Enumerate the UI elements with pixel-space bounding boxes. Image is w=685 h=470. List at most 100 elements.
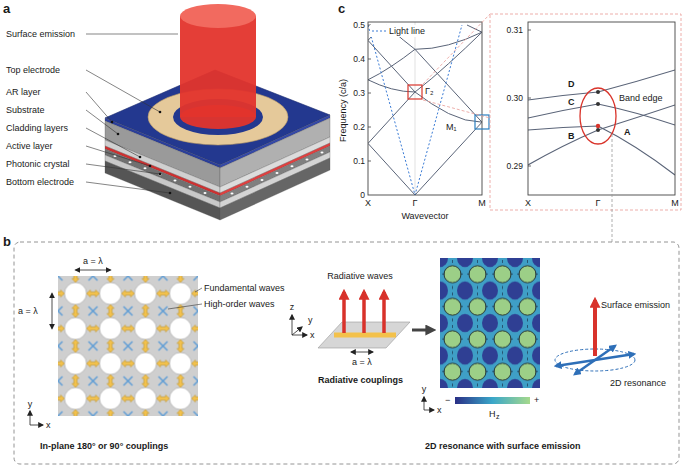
part-label: Top electrode xyxy=(6,65,60,76)
axis-label: y xyxy=(308,315,313,326)
tick-label: 0.1 xyxy=(353,156,365,166)
radiative-illustration-part xyxy=(292,315,293,335)
lattice-illustration-part xyxy=(168,288,202,309)
legend-sample xyxy=(372,31,386,32)
zoom-plot-part-part xyxy=(528,30,531,31)
part-label: Substrate xyxy=(6,105,45,116)
panel-letter: b xyxy=(3,234,11,250)
leader-dots-part xyxy=(169,192,172,195)
leader-lines-part xyxy=(86,128,140,157)
part-label: AR layer xyxy=(6,87,41,98)
band-plot-part-part xyxy=(368,40,415,92)
field-map-part xyxy=(455,397,530,404)
band-plot xyxy=(368,14,681,210)
part-label: Bottom electrode xyxy=(6,177,74,188)
tick-label: 0.29 xyxy=(506,161,523,171)
zoom-plot-part-part xyxy=(528,126,675,175)
axis-label: X xyxy=(365,198,371,209)
colorbar-label: + xyxy=(534,395,539,406)
band-plot-part-part xyxy=(368,127,371,128)
part-label: Active layer xyxy=(6,141,53,152)
band-plot-part xyxy=(415,22,416,195)
band-plot-part xyxy=(368,25,482,195)
device-illustration-part-part xyxy=(246,186,249,188)
lattice-illustration-part xyxy=(76,270,111,271)
radiative-illustration-part-part xyxy=(382,292,386,333)
radiative-illustration xyxy=(292,292,432,352)
tick-label: 0.4 xyxy=(353,54,365,64)
axis-label: M xyxy=(478,198,486,209)
zoom-plot-part-part xyxy=(528,98,531,99)
lattice-illustration-part xyxy=(58,276,198,416)
part-label: Photonic crystal xyxy=(6,159,70,170)
wave-label: Fundamental waves xyxy=(204,283,285,294)
field-map xyxy=(424,258,540,410)
field-map-part xyxy=(424,410,434,411)
tick-label: 0.2 xyxy=(353,122,365,132)
leader-lines xyxy=(86,34,178,193)
device-illustration xyxy=(105,4,330,220)
radiative-illustration-part-part xyxy=(342,292,346,333)
leader-dots-part xyxy=(159,173,162,176)
lattice-illustration-part xyxy=(30,411,31,425)
device-illustration-part-part xyxy=(231,193,234,195)
device-illustration-part-part xyxy=(129,161,132,163)
zoom-plot-part xyxy=(580,88,616,144)
mode-label: D xyxy=(568,79,575,90)
lattice-illustration-part-part xyxy=(168,304,202,309)
lattice-illustration-part-part xyxy=(195,288,202,292)
axis-label: Γ xyxy=(596,198,601,209)
band-plot-part-part xyxy=(415,122,482,195)
zoom-plot-part-part xyxy=(528,105,675,165)
band-plot-part-part xyxy=(368,93,371,94)
leader-dots-part xyxy=(117,133,120,136)
axis-label: y xyxy=(28,399,33,410)
dimension-label: a = λ xyxy=(83,256,103,267)
leader-lines-part xyxy=(86,70,160,112)
subpanel-title: 2D resonance with surface emission xyxy=(425,441,581,452)
device-illustration-part-part xyxy=(220,152,330,208)
device-illustration-part-part xyxy=(321,152,324,154)
zoom-plot-part-part xyxy=(596,128,600,132)
zoom-plot-part xyxy=(612,134,613,242)
wave-label: 2D resonance xyxy=(610,378,666,389)
band-plot-part-part xyxy=(368,161,371,162)
subpanel-title: In-plane 180° or 90° couplings xyxy=(40,441,168,452)
axis-title: Wavevector xyxy=(401,211,448,222)
subpanel-title: Radiative couplings xyxy=(318,375,403,386)
band-plot-part-part xyxy=(467,25,482,32)
zoom-plot-part-part xyxy=(528,166,531,167)
tick-label: 0.30 xyxy=(506,93,523,103)
part-label: Surface emission xyxy=(6,29,75,40)
lattice-illustration xyxy=(30,270,202,425)
device-illustration-part-part xyxy=(204,192,207,194)
axis-label: z xyxy=(290,302,295,313)
band-plot-part-part xyxy=(368,59,371,60)
device-illustration-part-part xyxy=(291,165,294,167)
radiative-illustration-part xyxy=(412,329,432,332)
leader-lines-part xyxy=(86,34,178,35)
device-illustration-part-part xyxy=(159,174,162,176)
wave-label: Radiative waves xyxy=(327,271,393,282)
point-label: M₁ xyxy=(446,122,457,133)
leader-dots-part xyxy=(139,156,142,159)
colorbar-label: − xyxy=(445,395,450,406)
zoom-plot-part-part xyxy=(596,102,600,106)
wave-label: High-order waves xyxy=(204,299,275,310)
axis-label: X xyxy=(525,198,531,209)
panel-letter: c xyxy=(338,1,345,17)
device-illustration-part-part xyxy=(174,180,177,182)
lattice-illustration-part xyxy=(30,425,43,426)
radiative-illustration-part xyxy=(292,327,302,335)
lattice-illustration-part xyxy=(52,294,53,329)
mode-label: A xyxy=(624,127,631,138)
device-illustration-part-part xyxy=(105,161,220,220)
leader-dots-part xyxy=(149,165,152,168)
dimension-label: a = λ xyxy=(18,306,38,317)
zoom-plot xyxy=(528,22,675,242)
lattice-illustration-part xyxy=(58,276,198,416)
band-plot-part-part xyxy=(368,92,415,143)
colorbar-label: z xyxy=(496,413,500,421)
